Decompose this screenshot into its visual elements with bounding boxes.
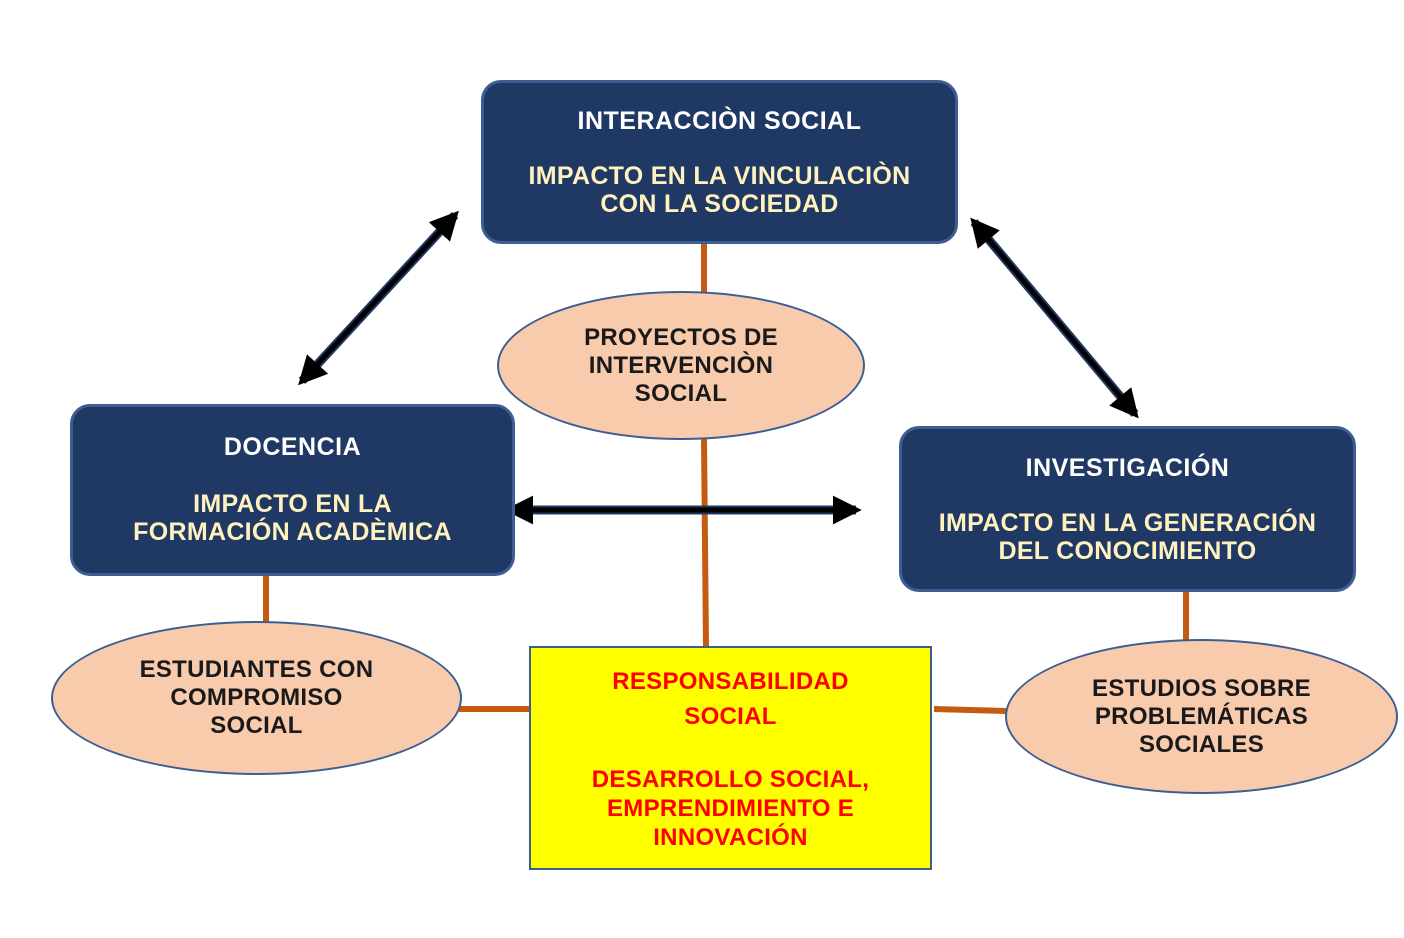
arrow-interaccion-investigacion: [970, 217, 1139, 419]
responsabilidad-social-subtitle: DESARROLLO SOCIAL, EMPRENDIMIENTO E INNO…: [591, 766, 870, 851]
docencia-subtitle: IMPACTO EN LA FORMACIÓN ACADÈMICA: [133, 490, 452, 546]
estudiantes-compromiso-ellipse: ESTUDIANTES CON COMPROMISO SOCIAL: [51, 621, 462, 775]
investigacion-box: INVESTIGACIÓN IMPACTO EN LA GENERACIÓN D…: [899, 426, 1356, 592]
interaccion-social-subtitle: IMPACTO EN LA VINCULACIÒN CON LA SOCIEDA…: [528, 162, 911, 218]
investigacion-subtitle: IMPACTO EN LA GENERACIÓN DEL CONOCIMIENT…: [938, 509, 1317, 565]
responsabilidad-social-box: RESPONSABILIDAD SOCIAL DESARROLLO SOCIAL…: [529, 646, 932, 870]
interaccion-social-title: INTERACCIÒN SOCIAL: [577, 107, 862, 135]
docencia-title: DOCENCIA: [223, 433, 362, 461]
connector-responsabilidad-estudios: [933, 706, 1007, 714]
connector-proyectos-responsabilidad: [701, 437, 709, 649]
arrow-interaccion-docencia: [298, 210, 459, 386]
proyectos-intervencion-ellipse: PROYECTOS DE INTERVENCIÒN SOCIAL: [497, 291, 865, 440]
interaccion-social-box: INTERACCIÒN SOCIAL IMPACTO EN LA VINCULA…: [481, 80, 958, 244]
investigacion-title: INVESTIGACIÓN: [1025, 454, 1230, 482]
estudios-problematicas-ellipse: ESTUDIOS SOBRE PROBLEMÁTICAS SOCIALES: [1005, 639, 1398, 794]
docencia-box: DOCENCIA IMPACTO EN LA FORMACIÓN ACADÈMI…: [70, 404, 515, 576]
responsabilidad-social-title: RESPONSABILIDAD SOCIAL: [612, 668, 849, 730]
